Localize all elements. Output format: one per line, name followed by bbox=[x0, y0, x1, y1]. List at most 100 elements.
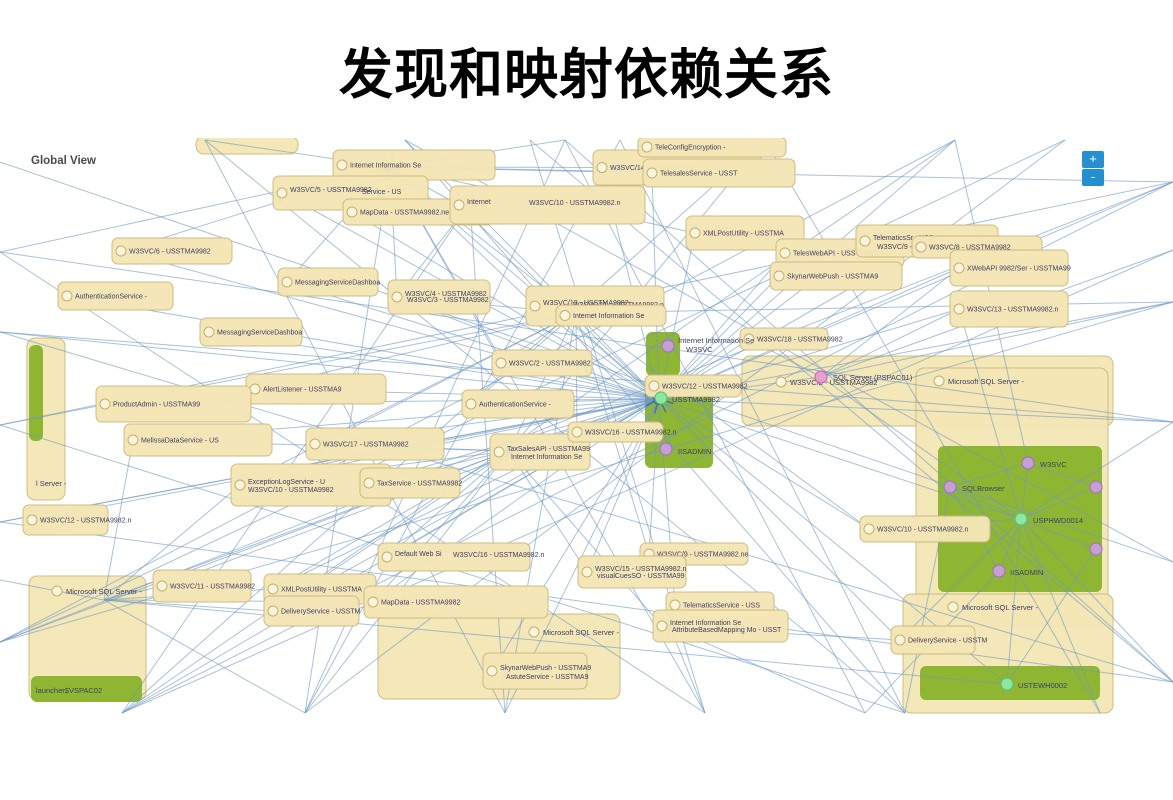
node-label: W3SVC/4 - USSTMA9982 bbox=[405, 291, 487, 298]
node-box[interactable] bbox=[859, 515, 991, 543]
node-label: Internet Information Se bbox=[573, 313, 644, 320]
graph-node-n26[interactable]: W3SVC/2 - USSTMA9982 bbox=[491, 349, 593, 377]
node-box[interactable] bbox=[555, 304, 667, 327]
graph-node-n21[interactable]: MelissaDataService - US bbox=[123, 423, 273, 457]
graph-node-n47[interactable]: DeliveryService - USSTM bbox=[263, 595, 361, 627]
node-box[interactable] bbox=[491, 349, 593, 377]
graph-node-n33[interactable]: W3SVC/18 - USSTMA9982 bbox=[739, 327, 843, 351]
node-box[interactable] bbox=[949, 249, 1069, 287]
endpoint-dot-purple[interactable] bbox=[661, 339, 675, 353]
graph-node-n20[interactable]: ProductAdmin - USSTMA99 bbox=[95, 385, 252, 423]
zoom-out-button[interactable]: - bbox=[1082, 169, 1104, 186]
graph-node-n44[interactable]: Internet Information SeAttributeBasedMap… bbox=[652, 609, 789, 643]
node-box[interactable] bbox=[449, 185, 646, 225]
graph-node-n50[interactable]: DeliveryService - USSTM bbox=[890, 625, 988, 655]
node-box[interactable] bbox=[111, 237, 233, 265]
dependency-edge bbox=[508, 450, 588, 573]
node-box[interactable] bbox=[95, 385, 252, 423]
endpoint-dot-lightgreen[interactable] bbox=[1000, 677, 1014, 691]
node-label: TelesWebAPI - USSTMA99 bbox=[793, 251, 878, 258]
node-box[interactable] bbox=[482, 652, 588, 690]
endpoint-dot-purple[interactable] bbox=[1021, 456, 1035, 470]
graph-node-n31[interactable]: W3SVC/16 - USSTMA9982.n bbox=[567, 421, 677, 443]
graph-node-n16[interactable]: AuthenticationService - bbox=[57, 281, 174, 311]
endpoint-dot-purple[interactable] bbox=[1089, 480, 1103, 494]
graph-node-n7[interactable]: TelesalesService - USST bbox=[642, 158, 796, 188]
node-box[interactable] bbox=[642, 158, 796, 188]
node-box[interactable] bbox=[890, 625, 976, 655]
node-box[interactable] bbox=[652, 609, 789, 643]
graph-node-n8[interactable]: XMLPostUtility - USSTMA bbox=[685, 215, 805, 251]
highlight-region bbox=[646, 332, 680, 376]
graph-node-n6[interactable]: TeleConfigEncryption - bbox=[637, 137, 787, 158]
endpoint-dot-purple[interactable] bbox=[1089, 542, 1103, 556]
graph-node-n15[interactable]: W3SVC/6 - USSTMA9982 bbox=[111, 237, 233, 265]
node-label: W3SVC/15 - USSTMA9982.n bbox=[595, 566, 687, 573]
node-box[interactable] bbox=[637, 137, 787, 158]
node-box[interactable] bbox=[577, 555, 687, 589]
zoom-in-button[interactable]: + bbox=[1082, 151, 1104, 168]
endpoint-dot-purple[interactable] bbox=[992, 564, 1006, 578]
node-box[interactable] bbox=[644, 374, 742, 398]
graph-node-n10[interactable]: SkynarWebPush - USSTMA9 bbox=[769, 261, 903, 291]
node-box[interactable] bbox=[949, 290, 1069, 328]
node-box[interactable] bbox=[769, 261, 903, 291]
node-label-overlap: W3SVC/16 - USSTMA9982.n bbox=[453, 552, 545, 559]
node-box[interactable] bbox=[363, 585, 549, 619]
graph-node-n29[interactable]: TaxService - USSTMA9982 bbox=[359, 467, 462, 499]
graph-node-n22[interactable]: W3SVC/17 - USSTMA9982 bbox=[305, 427, 445, 461]
node-box[interactable] bbox=[57, 281, 174, 311]
endpoint-dot-lightgreen[interactable] bbox=[654, 391, 668, 405]
node-box[interactable] bbox=[685, 215, 805, 251]
graph-node-n37[interactable]: W3SVC/12 - USSTMA9982 bbox=[644, 374, 748, 398]
dependency-edge bbox=[103, 484, 241, 601]
node-port-circle bbox=[646, 167, 658, 179]
graph-node-n27[interactable]: AuthenticationService - bbox=[461, 389, 575, 419]
node-box[interactable] bbox=[359, 467, 461, 499]
label-port-circle bbox=[51, 585, 63, 597]
node-box[interactable] bbox=[387, 279, 491, 315]
endpoint-dot-lightgreen[interactable] bbox=[1014, 512, 1028, 526]
graph-node-n13[interactable]: XWebAPI 9982/Ser - USSTMA99 bbox=[949, 249, 1071, 287]
dependency-edge bbox=[0, 251, 1173, 423]
node-box[interactable] bbox=[305, 427, 445, 461]
graph-node-n32[interactable]: W3SVC/12 - USSTMA9982.n bbox=[22, 504, 132, 536]
graph-node-n45[interactable]: W3SVC/11 - USSTMA9982 bbox=[152, 569, 255, 603]
node-box[interactable] bbox=[123, 423, 273, 457]
endpoint-dot-purple[interactable] bbox=[943, 480, 957, 494]
graph-node-n18[interactable]: MessagingServiceDashboa bbox=[199, 317, 303, 347]
graph-node-n1[interactable]: Internet Information Se bbox=[332, 149, 496, 181]
node-box[interactable] bbox=[377, 542, 531, 572]
node-box[interactable] bbox=[199, 317, 303, 347]
node-box[interactable] bbox=[461, 389, 575, 419]
node-box[interactable] bbox=[739, 327, 829, 351]
node-box[interactable] bbox=[567, 421, 664, 443]
graph-node-n48[interactable]: MapData - USSTMA9982 bbox=[363, 585, 549, 619]
dependency-edge bbox=[529, 139, 1173, 683]
node-label: W3SVC/12 - USSTMA9982 bbox=[662, 384, 748, 391]
node-port-circle bbox=[779, 247, 791, 259]
endpoint-dot-purple[interactable] bbox=[659, 442, 673, 456]
node-port-circle bbox=[859, 235, 871, 247]
endpoint-dot-pink[interactable] bbox=[814, 370, 828, 384]
graph-node-n17[interactable]: MessagingServiceDashboa bbox=[277, 267, 380, 297]
node-box[interactable] bbox=[277, 267, 379, 297]
node-port-circle bbox=[99, 398, 111, 410]
graph-node-n19[interactable]: AlertListener - USSTMA9 bbox=[245, 373, 387, 405]
dependency-edge bbox=[564, 139, 866, 714]
node-box[interactable] bbox=[22, 504, 109, 536]
graph-node-n14[interactable]: W3SVC/13 - USSTMA9982.n bbox=[949, 290, 1069, 328]
graph-node-n39[interactable]: W3SVC/10 - USSTMA9982.n bbox=[859, 515, 991, 543]
node-box[interactable] bbox=[489, 433, 591, 471]
graph-node-n25[interactable]: Internet Information Se bbox=[555, 304, 667, 327]
node-box[interactable] bbox=[152, 569, 252, 603]
node-box[interactable] bbox=[263, 595, 360, 627]
